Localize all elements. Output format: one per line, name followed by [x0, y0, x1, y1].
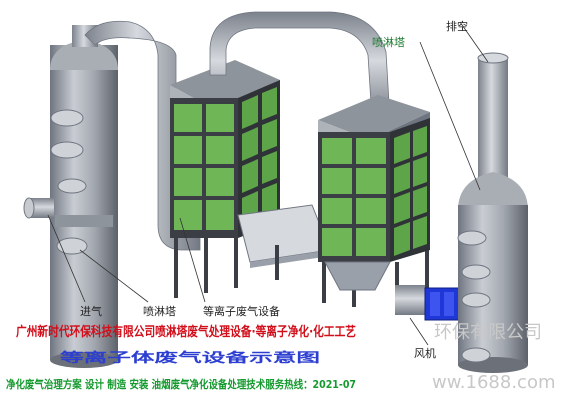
green-panels-right-side [394, 126, 427, 256]
label-spray-tower-top: 喷淋塔 [372, 36, 405, 49]
label-inlet: 进气 [80, 304, 102, 318]
bottom-banner: 广州新时代环保科技有限公司喷淋塔废气处理设备·等离子净化·化工工艺 等离子体废气… [6, 324, 356, 391]
label-plasma-unit: 等离子废气设备 [203, 304, 280, 318]
green-panels-left-front [174, 104, 234, 230]
label-spray-tower-bottom: 喷淋塔 [143, 305, 176, 318]
left-spray-tower [50, 25, 118, 368]
green-panels-right-front [322, 138, 386, 256]
watermark-site: ww.1688.com [432, 372, 556, 393]
watermark-company: 环保有限公司 [434, 322, 542, 343]
leader-lines [47, 21, 489, 346]
banner-line-service: 净化废气治理方案 设计 制造 安装 油烟废气净化设备处理技术服务热线：2021-… [6, 377, 356, 391]
inlet-pipe [23, 197, 54, 219]
label-exhaust: 排空 [446, 19, 468, 33]
plasma-cabinet-right [318, 95, 430, 291]
label-fan: 风机 [414, 346, 436, 360]
banner-line-title: 等离子体废气设备示意图 [58, 350, 320, 366]
right-spray-tower [457, 52, 528, 373]
banner-line-company: 广州新时代环保科技有限公司喷淋塔废气处理设备·等离子净化·化工工艺 [16, 324, 356, 340]
plasma-cabinet-left [170, 60, 280, 238]
fan-unit [395, 285, 464, 321]
